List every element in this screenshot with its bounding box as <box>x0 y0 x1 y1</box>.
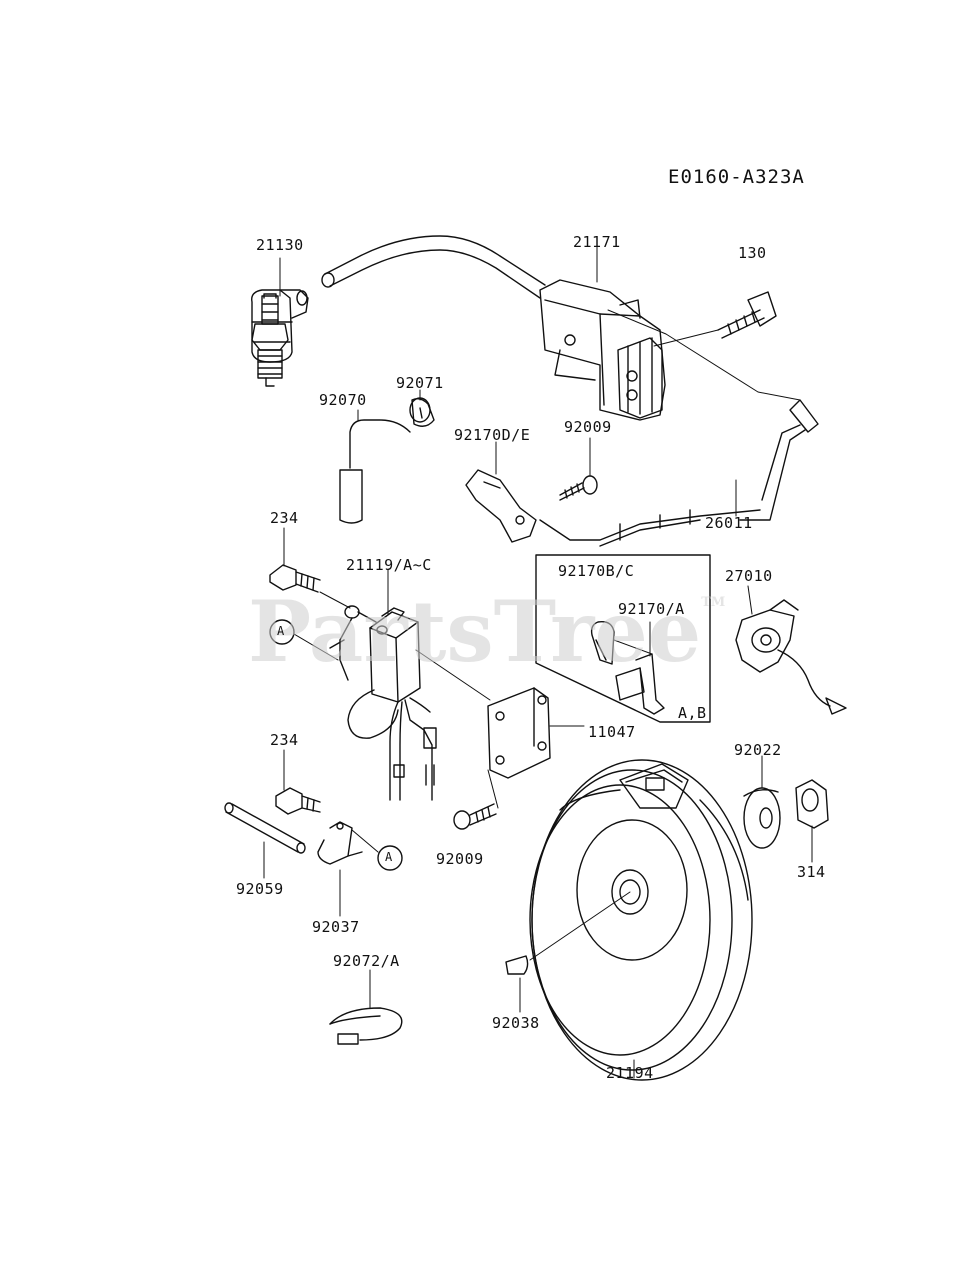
label-92037[interactable]: 92037 <box>312 918 360 936</box>
label-21130[interactable]: 21130 <box>256 236 304 254</box>
callout-circle-a-lower <box>377 845 403 871</box>
grommet-part[interactable] <box>409 397 435 427</box>
bolt-234-upper-part[interactable] <box>269 564 321 593</box>
callout-letter-a-upper: A <box>277 624 285 638</box>
clamp-part[interactable] <box>590 621 615 665</box>
washer-part[interactable] <box>743 787 781 849</box>
label-92170de[interactable]: 92170D/E <box>454 426 531 444</box>
ignition-coil-part[interactable] <box>321 235 666 421</box>
woodruff-key-part[interactable] <box>505 955 529 975</box>
label-11047[interactable]: 11047 <box>588 723 636 741</box>
label-27010[interactable]: 27010 <box>725 567 773 585</box>
label-92038[interactable]: 92038 <box>492 1014 540 1032</box>
label-21194[interactable]: 21194 <box>606 1064 654 1082</box>
label-92170bc[interactable]: 92170B/C <box>558 562 635 580</box>
label-26011[interactable]: 26011 <box>705 514 753 532</box>
label-92072a[interactable]: 92072/A <box>333 952 400 970</box>
label-92009-upper[interactable]: 92009 <box>564 418 612 436</box>
band-clamp-part[interactable] <box>329 1007 403 1045</box>
label-21171[interactable]: 21171 <box>573 233 621 251</box>
label-130[interactable]: 130 <box>738 244 767 262</box>
stop-wire-part[interactable] <box>539 399 819 547</box>
label-21119[interactable]: 21119/A~C <box>346 556 432 574</box>
coil-bracket-part[interactable] <box>465 469 537 543</box>
bolt-234-lower-part[interactable] <box>275 787 321 815</box>
flywheel-part[interactable] <box>529 759 753 1081</box>
label-92071[interactable]: 92071 <box>396 374 444 392</box>
label-234-upper[interactable]: 234 <box>270 509 299 527</box>
ignition-lead-part[interactable] <box>339 419 411 524</box>
label-ab[interactable]: A,B <box>678 704 707 722</box>
pin-part[interactable] <box>224 802 306 854</box>
screw-upper-part[interactable] <box>559 475 598 501</box>
callout-circle-a-upper <box>269 619 295 645</box>
label-314[interactable]: 314 <box>797 863 826 881</box>
label-92059[interactable]: 92059 <box>236 880 284 898</box>
label-234-lower[interactable]: 234 <box>270 731 299 749</box>
watermark: PartsTreeTM <box>248 582 726 681</box>
mounting-plate-part[interactable] <box>487 687 551 779</box>
wire-clamp-part[interactable] <box>317 821 363 865</box>
label-92070[interactable]: 92070 <box>319 391 367 409</box>
label-92170a[interactable]: 92170/A <box>618 600 685 618</box>
label-92009-lower[interactable]: 92009 <box>436 850 484 868</box>
spark-plug-part[interactable] <box>251 293 289 387</box>
label-92022[interactable]: 92022 <box>734 741 782 759</box>
callout-letter-a-lower: A <box>385 850 393 864</box>
spark-plug-cap-part[interactable] <box>251 289 309 363</box>
igniter-unit-part[interactable] <box>329 605 437 801</box>
clamp-box-group <box>535 554 711 723</box>
nut-part[interactable] <box>795 779 829 829</box>
stop-switch-part[interactable] <box>735 599 847 715</box>
coil-bolt-part[interactable] <box>717 291 777 339</box>
leader-lines <box>263 245 813 1079</box>
screw-lower-part[interactable] <box>453 803 497 830</box>
drawing-code: E0160-A323A <box>668 166 805 188</box>
